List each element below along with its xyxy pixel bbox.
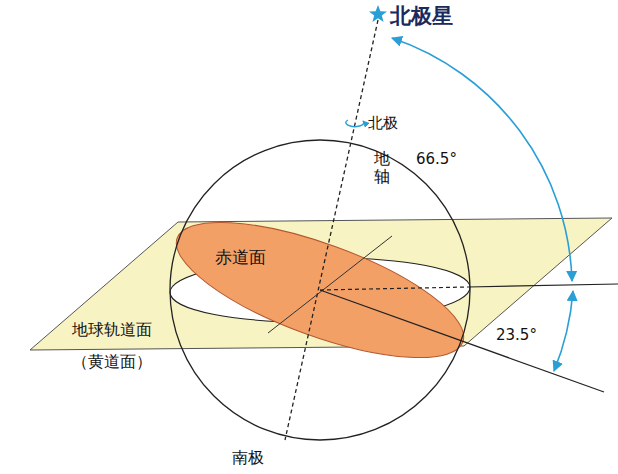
angle-label: 23.5° xyxy=(496,326,537,344)
pole-label: 南极 xyxy=(232,448,264,469)
earth-axis xyxy=(285,20,378,440)
star-symbol xyxy=(369,5,387,22)
rotation-symbol xyxy=(346,120,364,127)
label-holder: 北极星 xyxy=(390,2,453,30)
angle-arc xyxy=(392,38,572,281)
node-label: 地球轨道面 （黄道面） xyxy=(72,314,160,378)
angle-arc xyxy=(554,291,573,371)
pole-label: 北极 xyxy=(368,114,398,133)
angle-label: 66.5° xyxy=(416,150,457,168)
label-holder: 南极 xyxy=(232,448,264,469)
label-holder: 地轴 xyxy=(374,150,390,185)
equator-diameter xyxy=(268,236,392,333)
equator-line xyxy=(320,290,604,392)
label-holder: 23.5° xyxy=(496,326,537,344)
star-label: 北极星 xyxy=(390,2,453,30)
label-holder: 66.5° xyxy=(416,150,457,168)
axis-label: 地轴 xyxy=(374,150,390,185)
label-holder: 北极 xyxy=(368,114,398,133)
ecliptic-line xyxy=(468,284,618,287)
node-label: 赤道面 xyxy=(215,246,266,269)
ecliptic-radius xyxy=(320,287,468,290)
